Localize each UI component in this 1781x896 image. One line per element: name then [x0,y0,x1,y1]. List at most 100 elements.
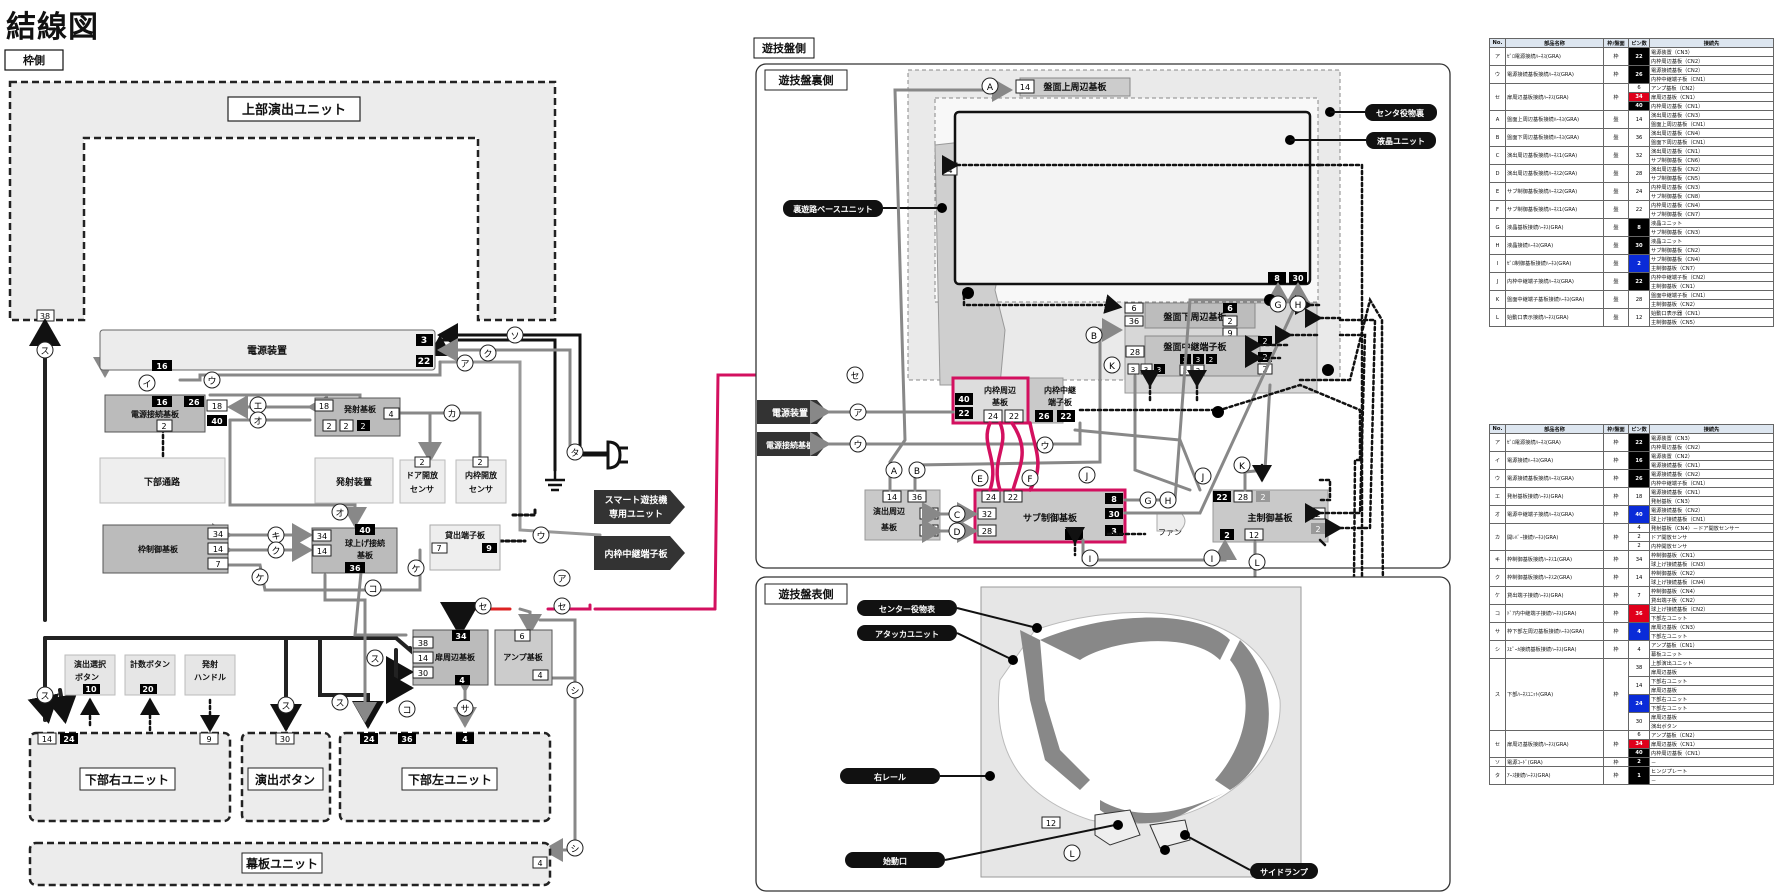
svg-text:C: C [954,511,960,521]
svg-text:J: J [1085,472,1089,482]
inner-relay-label: 内枠中継 [1044,385,1076,395]
cell-name: 枠制御基板接続ﾊｰﾈｽ2(GRA) [1505,568,1604,587]
cell-pins: 4 [1628,622,1650,641]
cell-side: 盤 [1603,308,1629,327]
cell-side: 盤 [1603,254,1629,273]
cell-dest: 下部右ユニット [1649,694,1774,704]
cell-no: L [1489,308,1506,327]
front-side-tag: 遊技盤表側 [779,587,834,601]
cell-name: ﾄﾞｱ内中継端子接続ﾊｰﾈｽ(GRA) [1505,604,1604,623]
cell-side: 盤 [1603,290,1629,309]
cell-side: 枠 [1603,83,1629,111]
cell-pins: 34 [1628,550,1650,569]
inner-terminal-label: 内枠中継端子板 [604,548,668,560]
board-power-device-label: 電源装置 [772,407,808,419]
cell-side: 枠 [1603,47,1629,66]
cell-dest: 枠制御基板（CN2） [1649,568,1774,578]
svg-text:2: 2 [1315,525,1320,534]
cell-no: タ [1489,766,1506,785]
cell-dest: 扉周辺基板 [1649,712,1774,722]
svg-text:センサ: センサ [469,485,493,494]
count-button-label: 計数ボタン [130,659,170,669]
cell-name: サブ制御基板接続ﾊｰﾈｽ1(GRA) [1505,200,1604,219]
start-gate-callout: 始動口 [883,856,907,866]
svg-text:16: 16 [156,398,168,407]
cell-dest: 発射基板（CN3） [1649,496,1774,506]
svg-text:B: B [1091,332,1097,342]
svg-text:A: A [891,467,898,477]
cell-name: 扉周辺基板接続ﾊｰﾈｽ(GRA) [1505,730,1604,758]
cell-pins: 32 [1628,146,1650,165]
cell-dest: 液晶ユニット [1649,218,1774,228]
svg-text:20: 20 [142,685,154,694]
cell-pins: 12 [1628,308,1650,327]
svg-text:28: 28 [982,527,992,536]
cell-name: 始動口表示接続ﾊｰﾈｽ(GRA) [1505,308,1604,327]
cell-no: ウ [1489,469,1506,488]
svg-text:2: 2 [1224,531,1230,540]
cell-pins: 2 [1628,254,1650,273]
svg-text:コ: コ [402,706,411,716]
cell-name: 貸出端子接続ﾊｰﾈｽ(GRA) [1505,586,1604,605]
effect-button-label: 演出ボタン [255,772,315,787]
svg-text:36: 36 [1129,317,1139,326]
svg-text:内枠開放: 内枠開放 [465,470,498,480]
svg-text:専用ユニット: 専用ユニット [609,508,663,520]
cell-pins: 14 [1628,676,1650,695]
cell-pins: 28 [1628,164,1650,183]
cell-pins: 26 [1628,469,1650,488]
svg-text:H: H [1295,301,1302,311]
upper-unit-label: 上部演出ユニット [242,102,346,118]
svg-text:3: 3 [1157,366,1161,374]
cell-no: オ [1489,505,1506,524]
cell-name: ｾﾞﾛ電源接続ﾊｰﾈｽ(GRA) [1505,433,1604,452]
cell-pins: 34 [1628,739,1650,749]
cell-pins: 16 [1628,451,1650,470]
svg-text:36: 36 [349,564,361,573]
cell-dest: 球上げ接続基板（CN4） [1649,577,1774,587]
cell-dest: ドア開放センサ [1649,532,1774,542]
cell-side: 枠 [1603,730,1629,758]
svg-text:コ: コ [368,585,377,595]
back-base-callout: 裏遊路ベースユニット [792,204,873,214]
svg-text:K: K [1109,362,1116,372]
cell-dest: サブ制御基板（CN8） [1649,191,1774,201]
cell-dest: 主制御基板（CN1） [1649,281,1774,291]
svg-text:2: 2 [161,422,166,431]
frame-side-section: 枠側 上部演出ユニット 38 [4,49,952,887]
svg-text:D: D [954,528,961,538]
cell-dest: サブ制御基板（CN3） [1649,227,1774,237]
cell-dest: ヒンジプレート [1649,766,1774,776]
svg-text:4: 4 [462,735,468,744]
svg-text:基板: 基板 [356,550,374,560]
cell-dest: 盤面中継端子板（CN1） [1649,290,1774,300]
amp-board-label: アンプ基板 [503,652,543,662]
cell-pins: 28 [1628,290,1650,309]
svg-text:9: 9 [486,544,492,553]
svg-text:G: G [1145,497,1152,507]
svg-text:シ: シ [570,687,579,697]
right-rail-callout: 右レール [873,772,906,782]
cell-name: 発射基板接続ﾊｰﾈｽ(GRA) [1505,487,1604,506]
cell-dest: 内枠周辺基板（CN1） [1649,748,1774,758]
cell-no: ア [1489,47,1506,66]
cell-no: D [1489,164,1506,183]
svg-text:26: 26 [1038,412,1050,421]
cell-pins: 6 [1628,83,1650,93]
cell-name: サブ制御基板接続ﾊｰﾈｽ2(GRA) [1505,182,1604,201]
cell-name: ｾﾞﾛ電源接続ﾊｰﾈｽ(GRA) [1505,47,1604,66]
cell-no: J [1489,272,1506,291]
svg-text:9: 9 [1227,329,1232,338]
svg-text:2: 2 [1071,531,1077,540]
